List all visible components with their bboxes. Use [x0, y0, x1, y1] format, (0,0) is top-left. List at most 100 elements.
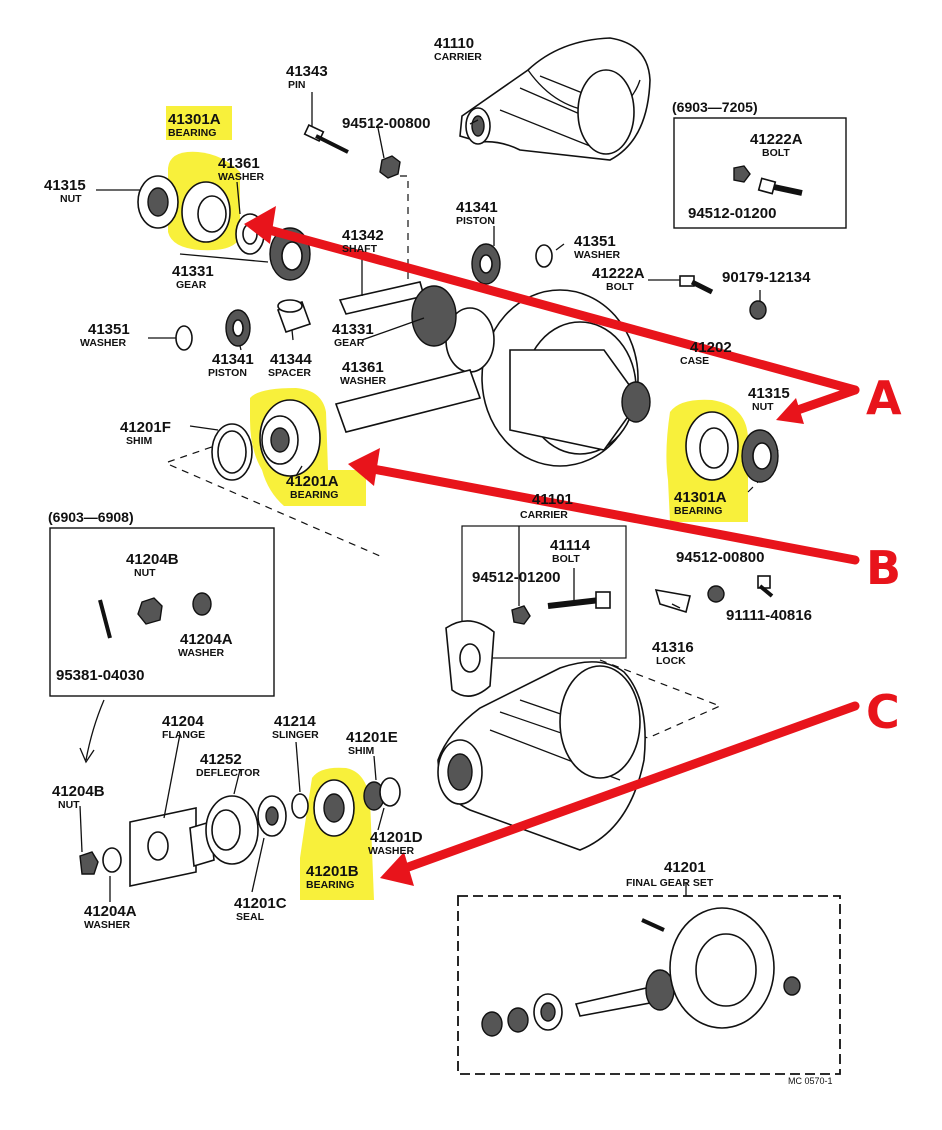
- label-case-name: CASE: [680, 355, 709, 367]
- callout-arrows: [244, 206, 860, 886]
- inset-left-pointer: [79, 699, 105, 764]
- label-seal-num: 41201C: [234, 895, 287, 912]
- nut-top-drawing: [379, 155, 401, 179]
- label-carrier-top-num: 41110: [434, 35, 474, 52]
- inset-box-carrier: [461, 525, 627, 659]
- inset-box-left: [49, 527, 275, 697]
- label-washer-l-name: WASHER: [80, 337, 127, 349]
- bearing-r-drawing: [685, 411, 779, 483]
- washer-l-drawing: [175, 325, 193, 351]
- label-gear-tl-num: 41331: [172, 263, 214, 280]
- label-nut-b-name: NUT: [58, 799, 80, 811]
- callout-b: B: [866, 541, 901, 595]
- label-carrier-top-name: CARRIER: [434, 51, 482, 63]
- label-slinger-name: SLINGER: [272, 729, 319, 741]
- shim-f-drawing: [211, 423, 253, 481]
- label-shim-f-name: SHIM: [126, 435, 153, 447]
- callout-c: C: [866, 685, 900, 739]
- label-shim-f-num: 41201F: [120, 419, 171, 436]
- inset-left-range: (6903—6908): [48, 509, 134, 525]
- bearing-mid-drawing: [259, 399, 321, 477]
- bolt-r-drawing: [679, 275, 714, 295]
- label-washer-a-name: WASHER: [84, 919, 131, 931]
- label-gear-c-name: GEAR: [334, 337, 365, 349]
- flange-assembly-drawing: [79, 777, 401, 887]
- inset-final-num: 41201: [664, 859, 706, 876]
- label-piston-l-name: PISTON: [208, 367, 247, 379]
- label-shim-e-num: 41201E: [346, 729, 398, 746]
- label-washer-l-num: 41351: [88, 321, 130, 338]
- label-carrier-mid-num: 41101: [532, 491, 573, 508]
- piston-top-drawing: [471, 243, 501, 285]
- carrier-mid-drawing: [445, 575, 774, 697]
- label-bolt-m-name: BOLT: [552, 553, 580, 565]
- nut-r-drawing: [749, 300, 767, 320]
- label-nut-tl-num: 41315: [44, 177, 86, 194]
- label-slinger-num: 41214: [274, 713, 316, 730]
- highlight-bearing-tl-label: [166, 106, 232, 140]
- label-nut-b-num: 41204B: [52, 783, 105, 800]
- washer-r-drawing: [535, 244, 553, 268]
- label-nut-top-num: 94512-00800: [342, 115, 430, 132]
- piston-l-drawing: [225, 309, 251, 347]
- inset-left-parts: [98, 592, 212, 639]
- inset-final-name: FINAL GEAR SET: [626, 877, 714, 889]
- label-piston-l-num: 41341: [212, 351, 254, 368]
- label-piston-top-num: 41341: [456, 199, 498, 216]
- label-pin-num: 41343: [286, 63, 328, 80]
- callout-a: A: [866, 371, 902, 425]
- label-nut-m2-num: 94512-00800: [676, 549, 764, 566]
- label-shaft-name: SHAFT: [342, 243, 378, 255]
- label-spacer-num: 41344: [270, 351, 312, 368]
- label-carrier-mid-name: CARRIER: [520, 509, 568, 521]
- label-bearing-r-name: BEARING: [674, 505, 722, 517]
- label-bearing-b-name: BEARING: [306, 879, 354, 891]
- label-case-num: 41202: [690, 339, 732, 356]
- label-flange-num: 41204: [162, 713, 204, 730]
- inset-left-nut-name: NUT: [134, 567, 156, 579]
- label-deflector-name: DEFLECTOR: [196, 767, 260, 779]
- label-spacer-name: SPACER: [268, 367, 311, 379]
- inset-tl-bolt-name: BOLT: [762, 147, 790, 159]
- inset-box-final: [457, 895, 841, 1075]
- label-washer-a-num: 41204A: [84, 903, 137, 920]
- inset-left-washer-name: WASHER: [178, 647, 225, 659]
- label-bearing-tl-name: BEARING: [168, 127, 216, 139]
- label-bolt-m2-num: 91111-40816: [726, 607, 812, 624]
- case-drawing: [334, 285, 651, 467]
- footer-code: MC 0570-1: [788, 1076, 833, 1086]
- label-nut-tl-name: NUT: [60, 193, 82, 205]
- label-bearing-mid-name: BEARING: [290, 489, 338, 501]
- label-piston-top-name: PISTON: [456, 215, 495, 227]
- leader-lines: [79, 92, 761, 902]
- label-bearing-mid-num: 41201A: [286, 473, 339, 490]
- label-nut-r-num: 90179-12134: [722, 269, 811, 286]
- label-bearing-tl-num: 41301A: [168, 111, 221, 128]
- label-lock-name: LOCK: [656, 655, 686, 667]
- label-flange-name: FLANGE: [162, 729, 205, 741]
- inset-left-pin-num: 95381-04030: [56, 667, 144, 684]
- label-lock-num: 41316: [652, 639, 694, 656]
- inset-tl-nut-num: 94512-01200: [688, 205, 776, 222]
- label-pin-name: PIN: [288, 79, 306, 91]
- carrier-top-drawing: [459, 37, 651, 161]
- inset-tl-parts: [733, 165, 803, 196]
- final-gear-set-drawing: [481, 907, 801, 1037]
- label-bolt-r-name: BOLT: [606, 281, 634, 293]
- label-gear-c-num: 41331: [332, 321, 374, 338]
- label-washer-tl-num: 41361: [218, 155, 260, 172]
- label-washer-r-name: WASHER: [574, 249, 621, 261]
- label-seal-name: SEAL: [236, 911, 265, 923]
- inset-left-washer-num: 41204A: [180, 631, 233, 648]
- label-washer-d-name: WASHER: [368, 845, 415, 857]
- label-washer-d-num: 41201D: [370, 829, 423, 846]
- inset-left-nut-num: 41204B: [126, 551, 179, 568]
- label-washer-r-num: 41351: [574, 233, 616, 250]
- label-washer-c-num: 41361: [342, 359, 384, 376]
- shaft-drawing: [338, 281, 426, 315]
- label-nut-r2-num: 41315: [748, 385, 790, 402]
- inset-tl-bolt-num: 41222A: [750, 131, 803, 148]
- label-bearing-b-num: 41201B: [306, 863, 359, 880]
- label-washer-tl-name: WASHER: [218, 171, 265, 183]
